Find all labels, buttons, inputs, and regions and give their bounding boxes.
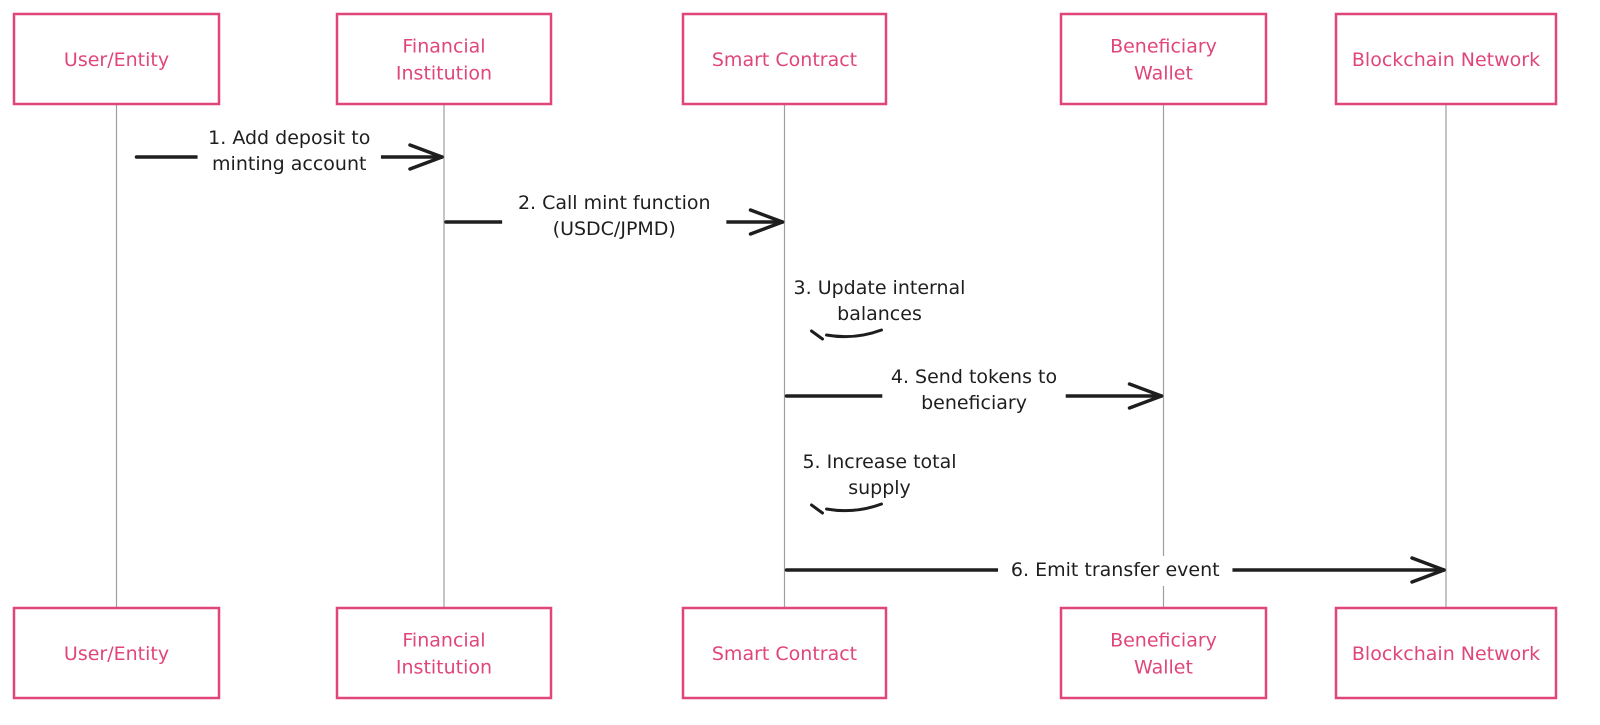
actor-chain-top[interactable]: Blockchain Network (1334, 12, 1558, 106)
actor-box-border (1334, 12, 1558, 106)
message-label: 4. Send tokens to (891, 366, 1057, 388)
actor-box-border (335, 606, 553, 700)
message-label: beneficiary (921, 392, 1027, 414)
actor-box-border (1334, 606, 1558, 700)
actor-box-border (681, 606, 888, 700)
actor-box-border (1059, 606, 1268, 700)
message-label: minting account (212, 153, 366, 175)
message-3[interactable]: 3. Update internal balances (794, 277, 966, 341)
actor-label: Blockchain Network (1352, 643, 1540, 665)
arrowhead-icon (748, 208, 785, 236)
actor-label: Financial (402, 36, 485, 58)
actor-label: Blockchain Network (1352, 49, 1540, 71)
actor-label: Institution (396, 63, 492, 85)
message-label: 1. Add deposit to (208, 127, 370, 149)
actor-box-border (681, 12, 888, 106)
message-label-background (197, 112, 381, 168)
message-label-background (502, 177, 727, 233)
actor-box-border (12, 606, 221, 700)
actor-user-bottom[interactable]: User/Entity (12, 606, 221, 700)
self-loop-tick (810, 503, 824, 515)
message-6[interactable]: 6. Emit transfer event (784, 556, 1446, 586)
actor-label: Institution (396, 657, 492, 679)
message-label: 2. Call mint function (518, 192, 711, 214)
actor-label: User/Entity (64, 49, 169, 71)
actor-contract-bottom[interactable]: Smart Contract (681, 606, 888, 700)
actor-chain-bottom[interactable]: Blockchain Network (1334, 606, 1558, 700)
message-label: balances (837, 303, 922, 325)
actor-label: Beneficiary (1110, 630, 1217, 652)
actor-label: Wallet (1134, 63, 1193, 85)
actor-label: Smart Contract (712, 643, 857, 665)
actor-label: Smart Contract (712, 49, 857, 71)
message-label-background (998, 556, 1233, 586)
actor-label: Beneficiary (1110, 36, 1217, 58)
self-loop-arc (825, 502, 883, 513)
actor-box-border (335, 12, 553, 106)
arrowhead-icon (1127, 382, 1164, 410)
arrowhead-icon (1410, 556, 1446, 584)
arrowhead-icon (408, 143, 444, 171)
actor-contract-top[interactable]: Smart Contract (681, 12, 888, 106)
actor-box-border (1059, 12, 1268, 106)
message-label: 6. Emit transfer event (1011, 559, 1220, 581)
actor-user-top[interactable]: User/Entity (12, 12, 221, 106)
message-5[interactable]: 5. Increase total supply (802, 451, 957, 515)
actor-label: Financial (402, 630, 485, 652)
message-label: (USDC/JPMD) (553, 218, 676, 240)
message-label-background (882, 351, 1066, 407)
message-1[interactable]: 1. Add deposit to minting account (134, 112, 444, 175)
message-label: 5. Increase total (802, 451, 956, 473)
actor-box-border (12, 12, 221, 106)
self-loop-tick (810, 329, 824, 341)
message-label: supply (848, 477, 911, 499)
self-loop-arc (825, 328, 883, 339)
actor-label: Wallet (1134, 657, 1193, 679)
message-2[interactable]: 2. Call mint function (USDC/JPMD) (444, 177, 785, 240)
message-label: 3. Update internal (794, 277, 966, 299)
message-4[interactable]: 4. Send tokens to beneficiary (784, 351, 1164, 414)
actor-label: User/Entity (64, 643, 169, 665)
